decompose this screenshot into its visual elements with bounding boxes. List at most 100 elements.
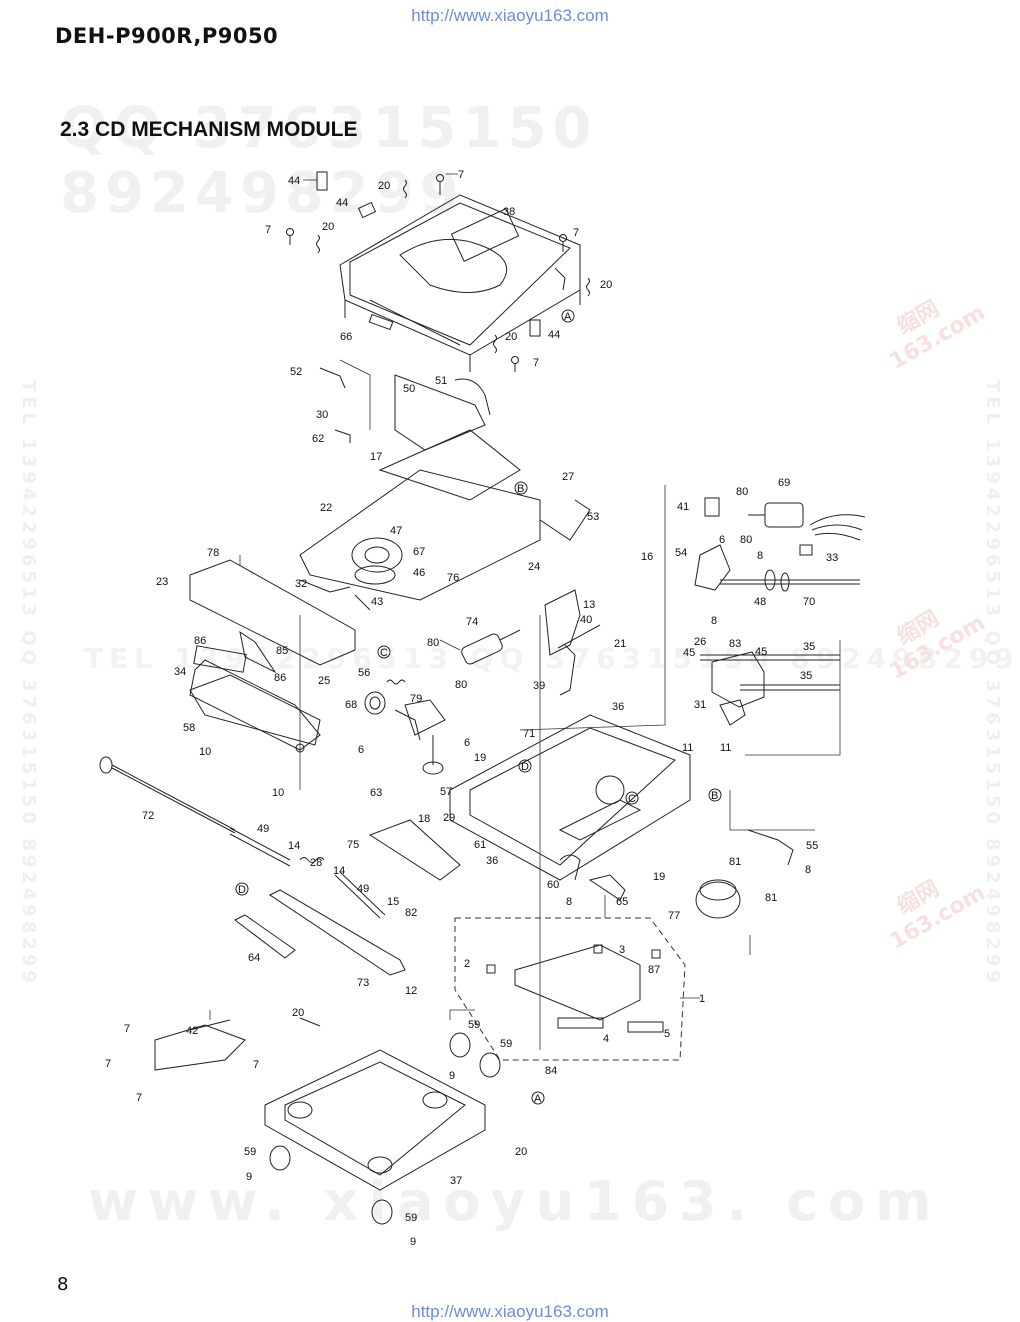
callout-7: 7 — [265, 224, 271, 236]
callout-14: 14 — [333, 865, 345, 877]
callout-36: 36 — [486, 855, 498, 867]
callout-59: 59 — [500, 1038, 512, 1050]
callout-39: 39 — [533, 680, 545, 692]
leader-lines — [239, 173, 700, 1050]
callout-30: 30 — [316, 409, 328, 421]
callout-64: 64 — [248, 952, 260, 964]
callout-82: 82 — [405, 907, 417, 919]
callout-35: 35 — [803, 641, 815, 653]
callout-17: 17 — [370, 451, 382, 463]
callout-38: 38 — [503, 206, 515, 218]
callout-59: 59 — [468, 1019, 480, 1031]
header-url[interactable]: http://www.xiaoyu163.com — [411, 6, 609, 25]
callout-20: 20 — [600, 279, 612, 291]
callout-14: 14 — [288, 840, 300, 852]
callout-43: 43 — [371, 596, 383, 608]
callout-41: 41 — [677, 501, 689, 513]
page-number: 8 — [57, 1274, 69, 1295]
callout-76: 76 — [447, 572, 459, 584]
callout-48: 48 — [754, 596, 766, 608]
callout-42: 42 — [186, 1025, 198, 1037]
callout-8: 8 — [711, 615, 717, 627]
callout-83: 83 — [729, 638, 741, 650]
left-lower-parts — [99, 645, 461, 976]
callout-33: 33 — [826, 552, 838, 564]
callout-7: 7 — [573, 227, 579, 239]
callout-20: 20 — [292, 1007, 304, 1019]
callout-6: 6 — [464, 737, 470, 749]
callout-81: 81 — [765, 892, 777, 904]
callout-54: 54 — [675, 547, 687, 559]
model-title: DEH-P900R,P9050 — [55, 24, 279, 48]
screws-top — [286, 174, 590, 372]
callout-80: 80 — [455, 679, 467, 691]
callout-D: D — [521, 761, 529, 773]
callout-7: 7 — [458, 169, 464, 181]
callout-labels: 44 7 20 44 38 20 7 7 20 A 44 66 20 7 52 … — [105, 169, 838, 1248]
callout-52: 52 — [290, 366, 302, 378]
right-lower-parts — [559, 790, 815, 955]
callout-77: 77 — [668, 910, 680, 922]
mid-chassis — [299, 367, 591, 611]
callout-49: 49 — [357, 883, 369, 895]
callout-20: 20 — [505, 331, 517, 343]
callout-4: 4 — [603, 1033, 609, 1045]
callout-7: 7 — [136, 1092, 142, 1104]
callout-46: 46 — [413, 567, 425, 579]
callout-47: 47 — [390, 525, 402, 537]
callout-11: 11 — [682, 742, 693, 754]
callout-50: 50 — [403, 383, 415, 395]
callout-31: 31 — [694, 699, 706, 711]
callout-55: 55 — [806, 840, 818, 852]
callout-34: 34 — [174, 666, 186, 678]
callout-86: 86 — [274, 672, 286, 684]
callout-9: 9 — [410, 1236, 416, 1248]
callout-56: 56 — [358, 667, 370, 679]
motor-assembly — [519, 485, 866, 731]
callout-A: A — [564, 311, 572, 323]
callout-63: 63 — [370, 787, 382, 799]
callout-3: 3 — [619, 944, 625, 956]
callout-7: 7 — [124, 1023, 130, 1035]
callout-25: 25 — [318, 675, 330, 687]
callout-85: 85 — [276, 645, 288, 657]
callout-27: 27 — [562, 471, 574, 483]
callout-6: 6 — [719, 534, 725, 546]
callout-67: 67 — [413, 546, 425, 558]
callout-22: 22 — [320, 502, 332, 514]
callout-51: 51 — [435, 375, 447, 387]
callout-7: 7 — [105, 1058, 111, 1070]
callout-13: 13 — [583, 599, 595, 611]
callout-1: 1 — [699, 993, 705, 1005]
callout-7: 7 — [533, 357, 539, 369]
callout-16: 16 — [641, 551, 653, 563]
callout-81: 81 — [729, 856, 741, 868]
callout-40: 40 — [580, 614, 592, 626]
callout-86: 86 — [194, 635, 206, 647]
callout-65: 65 — [616, 896, 628, 908]
section-title: 2.3 CD MECHANISM MODULE — [60, 118, 358, 141]
callout-B: B — [517, 483, 524, 495]
callout-72: 72 — [142, 810, 154, 822]
callout-5: 5 — [664, 1028, 670, 1040]
callout-49: 49 — [257, 823, 269, 835]
callout-69: 69 — [778, 477, 790, 489]
callout-8: 8 — [757, 550, 763, 562]
callout-20: 20 — [378, 180, 390, 192]
callout-84: 84 — [545, 1065, 557, 1077]
callout-8: 8 — [805, 864, 811, 876]
callout-6: 6 — [358, 744, 364, 756]
callout-A: A — [534, 1093, 542, 1105]
callout-10: 10 — [199, 746, 211, 758]
callout-7: 7 — [253, 1059, 259, 1071]
footer-url[interactable]: http://www.xiaoyu163.com — [411, 1302, 609, 1321]
watermark-side-right: TEL 13942296513 QQ 376315150 892498299 — [982, 380, 1003, 987]
callout-80: 80 — [427, 637, 439, 649]
callout-2: 2 — [464, 958, 470, 970]
pcb-module — [454, 917, 686, 1061]
callout-66: 66 — [340, 331, 352, 343]
callout-26: 26 — [694, 636, 706, 648]
callout-35: 35 — [800, 670, 812, 682]
main-frame — [404, 589, 691, 881]
callout-45: 45 — [755, 646, 767, 658]
